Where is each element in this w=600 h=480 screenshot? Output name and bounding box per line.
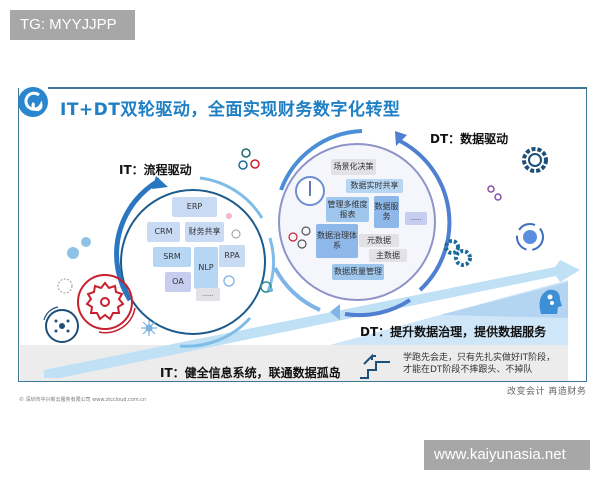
dt-arc-top-left (279, 129, 363, 191)
dt-module-master-data: 主数据 (369, 249, 407, 262)
small-wheel-icons (288, 226, 311, 249)
watermark-top: TG: MYYJJPP (10, 10, 135, 40)
dt-arc-right (397, 138, 452, 292)
it-bottom-caption: IT：健全信息系统，联通数据孤岛 (160, 366, 341, 380)
it-module-rpa: RPA (219, 245, 245, 267)
timer-icon (231, 229, 241, 239)
dt-ramp (330, 280, 568, 345)
grey-dotted-icon (57, 278, 73, 294)
dt-module-realtime-sharing: 数据实时共享 (346, 179, 403, 193)
dt-module-metadata: 元数据 (359, 234, 399, 247)
it-arc-top-right (199, 176, 264, 219)
dt-module-multidim-report: 管理多维度报表 (326, 197, 369, 222)
it-module-oa: OA (165, 272, 191, 292)
it-section-heading: IT：流程驱动 (119, 163, 192, 177)
head-gears-icon (539, 289, 562, 314)
globe-cycle-icon (516, 223, 544, 251)
pink-dot-icon (226, 213, 232, 219)
purple-gears-icon (487, 185, 502, 201)
quote-line-2: 才能在DT阶段不摔跟头、不掉队 (403, 365, 533, 375)
slogan: 改变会计 再造财务 (507, 387, 587, 397)
network-node-icon (141, 320, 157, 336)
light-blue-gears-icon (67, 237, 91, 259)
dt-module-governance: 数据治理体系 (316, 224, 358, 258)
rising-arrow (44, 260, 580, 378)
quote-line-1: 学跑先会走，只有先扎实做好IT阶段， (403, 353, 556, 363)
small-gears-icon (238, 148, 260, 170)
it-module-nlp: NLP (194, 247, 218, 289)
clock-icon (295, 176, 325, 206)
it-inner-circle (120, 189, 266, 335)
snowflake-icon (223, 275, 235, 287)
it-arc-left (114, 177, 162, 302)
it-module-more: ...... (196, 288, 220, 301)
dt-section-heading: DT：数据驱动 (430, 132, 509, 146)
it-module-erp: ERP (172, 197, 217, 217)
stairs-arrow-icon (360, 353, 390, 379)
it-module-finance-sharing: 财务共享 (185, 222, 224, 242)
dt-module-scenario-decision: 场景化决策 (331, 159, 376, 175)
quote-text: 学跑先会走，只有先扎实做好IT阶段， 才能在DT阶段不摔跟头、不掉队 (403, 352, 555, 376)
dt-module-data-service: 数据服务 (374, 196, 399, 228)
stopwatch-icon (260, 281, 273, 293)
page-title: IT+DT双轮驱动，全面实现财务数字化转型 (60, 100, 401, 120)
red-gear-icon (77, 274, 136, 334)
it-module-crm: CRM (147, 222, 180, 242)
wrench-gear-icon (522, 147, 548, 173)
frame-top-line (48, 87, 587, 89)
dt-bottom-caption: DT：提升数据治理，提供数据服务 (360, 325, 547, 339)
it-module-srm: SRM (153, 247, 191, 267)
watermark-bottom: www.kaiyunasia.net (424, 440, 590, 470)
dt-module-more: ...... (405, 212, 427, 225)
blue-gears-icon (444, 239, 472, 267)
cloud-swirl-logo-icon (18, 87, 48, 117)
diagram-frame (18, 88, 587, 382)
copyright: © 深圳市中兴新云服务有限公司 www.ztccloud.com.cn (19, 397, 147, 403)
network-cycle-icon (43, 306, 79, 343)
dt-module-quality-mgmt: 数据质量管理 (332, 264, 384, 280)
